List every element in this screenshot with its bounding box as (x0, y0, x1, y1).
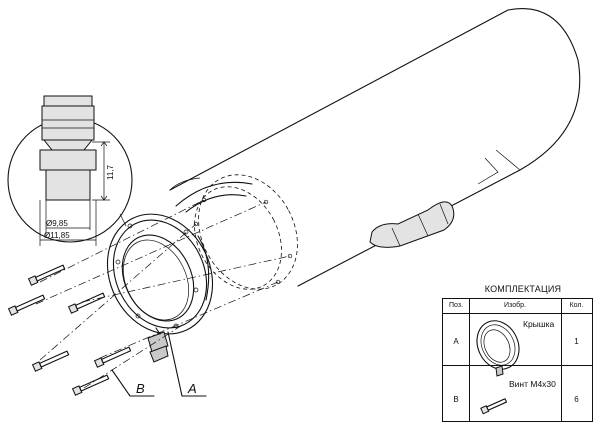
callout-a-label: A (187, 381, 197, 396)
screw (71, 374, 110, 396)
screw (93, 346, 132, 368)
row-b-name: Винт М4х30 (509, 379, 556, 389)
flange-holes (115, 223, 199, 329)
dim-outer-diameter: Ø11,85 (44, 231, 70, 240)
row-b-pos: B (453, 395, 459, 404)
cover-flange (106, 213, 214, 363)
detail-profile (39, 95, 97, 201)
detail-dimensions: 11,7 Ø9,85 Ø11,85 (39, 141, 115, 246)
col-divider (469, 299, 470, 421)
spec-screw-drawing (480, 398, 508, 415)
callout-a: A (167, 331, 207, 397)
screw (27, 264, 66, 286)
mounting-bracket (369, 201, 455, 248)
row-divider (443, 365, 592, 366)
assembly-axes (35, 199, 291, 389)
dim-inner-diameter: Ø9,85 (46, 219, 68, 228)
spec-table: Поз. Изобр. Кол. A Крышка 1 B Винт М4х30… (442, 298, 593, 422)
row-a-name: Крышка (523, 319, 555, 329)
rim-holes (193, 197, 293, 285)
housing-tube (169, 8, 581, 290)
row-a-qty: 1 (574, 337, 579, 346)
row-b-qty: 6 (574, 395, 579, 404)
cable-gland (147, 327, 169, 363)
callout-b: B (111, 369, 155, 397)
detail-view: 11,7 Ø9,85 Ø11,85 (7, 95, 133, 246)
header-image: Изобр. (504, 302, 526, 309)
row-divider (443, 313, 592, 314)
header-pos: Поз. (449, 302, 463, 309)
spec-title: КОМПЛЕКТАЦИЯ (484, 284, 562, 294)
col-divider (561, 299, 562, 421)
screws (7, 264, 132, 396)
screw (31, 350, 70, 372)
spec-cover-drawing (476, 320, 520, 377)
screw (67, 292, 106, 314)
row-a-pos: A (453, 337, 459, 346)
dim-height: 11,7 (106, 164, 115, 180)
screw (7, 294, 46, 316)
callout-b-label: B (136, 381, 145, 396)
header-qty: Кол. (569, 302, 584, 309)
